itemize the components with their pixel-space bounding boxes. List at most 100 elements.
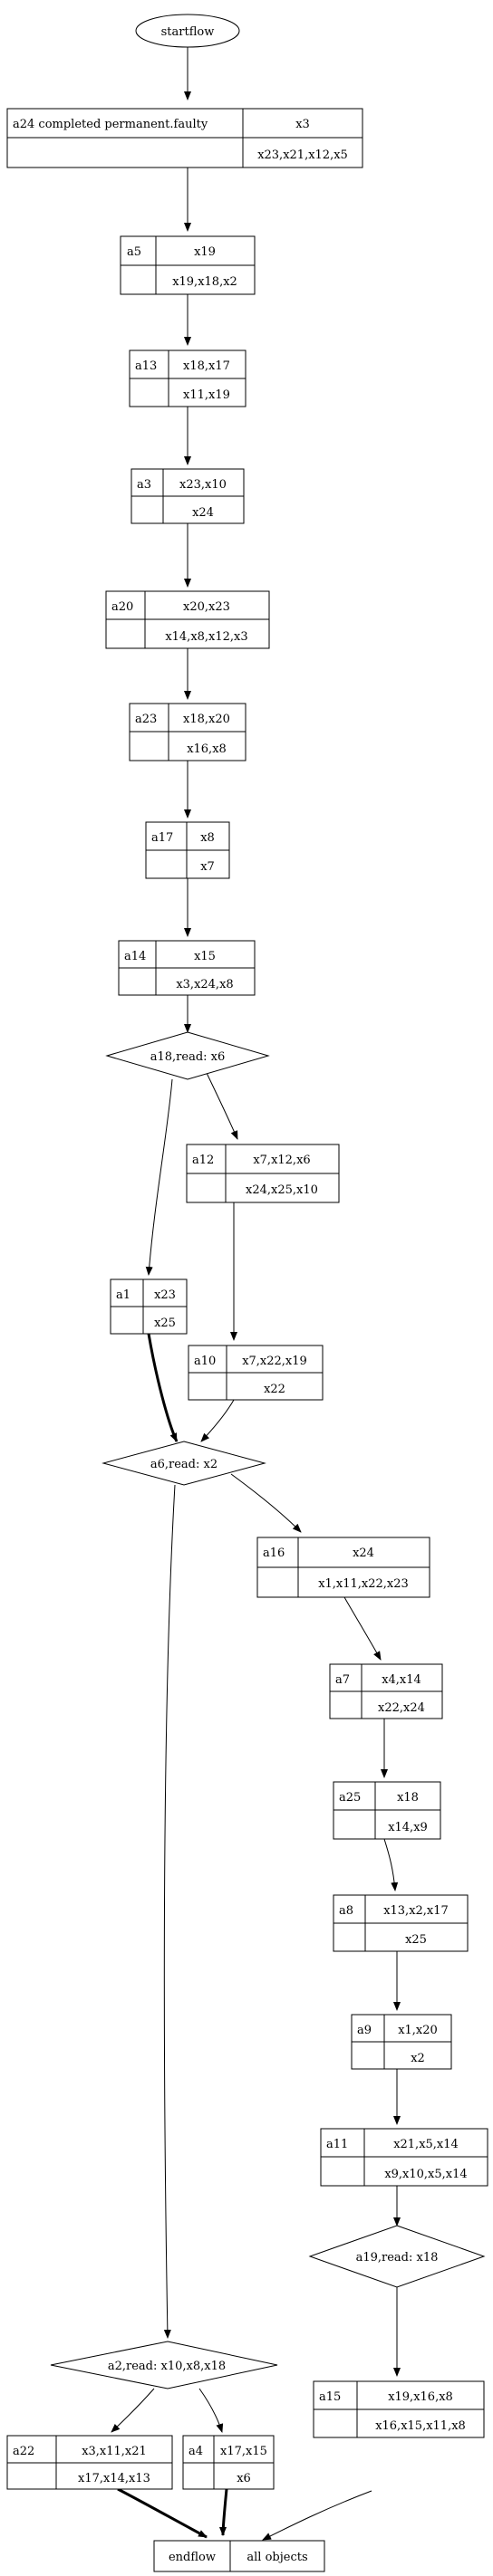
a12-id: a12 — [192, 1154, 214, 1167]
a18-label: a18,read: x6 — [150, 1050, 226, 1064]
a8-id: a8 — [339, 1904, 353, 1918]
endflow-right: all objects — [246, 2551, 307, 2564]
endflow-left: endflow — [169, 2551, 216, 2564]
a5-bottom: x19,x18,x2 — [172, 275, 237, 289]
edge-a2-a22 — [111, 2388, 155, 2433]
node-a12: a12 x7,x12,x6 x24,x25,x10 — [186, 1144, 340, 1203]
a14-id: a14 — [124, 950, 146, 963]
a22-bottom: x17,x14,x13 — [78, 2472, 150, 2485]
a3-id: a3 — [137, 478, 151, 492]
edge-a6-a2 — [163, 1484, 176, 2339]
node-a18: a18,read: x6 — [105, 1031, 270, 1080]
a12-top: x7,x12,x6 — [253, 1154, 310, 1167]
a9-bottom: x2 — [411, 2052, 425, 2065]
a15-top: x19,x16,x8 — [388, 2390, 453, 2404]
a2-label: a2,read: x10,x8,x18 — [108, 2360, 226, 2373]
a25-top: x18 — [397, 1791, 419, 1805]
a15-id: a15 — [319, 2390, 341, 2404]
edge-a15-endflow — [262, 2490, 372, 2541]
a7-bottom: x22,x24 — [378, 1701, 425, 1715]
a23-id: a23 — [135, 713, 157, 726]
a25-id: a25 — [339, 1791, 361, 1805]
a8-top: x13,x2,x17 — [383, 1904, 449, 1918]
a4-bottom: x6 — [237, 2472, 251, 2485]
a9-top: x1,x20 — [398, 2024, 438, 2037]
node-a24: a24 completed permanent.faulty x3 x23,x2… — [6, 108, 363, 168]
a13-id: a13 — [135, 359, 157, 373]
a23-bottom: x16,x8 — [187, 742, 227, 756]
node-startflow: startflow — [135, 14, 240, 48]
node-a5: a5 x19 x19,x18,x2 — [120, 235, 256, 295]
a16-top: x24 — [353, 1547, 374, 1560]
edge-a2-a4 — [198, 2388, 224, 2433]
node-a25: a25 x18 x14,x9 — [333, 1781, 441, 1840]
node-a22: a22 x3,x11,x21 x17,x14,x13 — [6, 2435, 173, 2490]
edge-a25-a8 — [383, 1838, 399, 1891]
edge-a18-a1 — [145, 1078, 173, 1276]
edge-a10-a6 — [200, 1399, 235, 1442]
a24-bottom: x23,x21,x12,x5 — [257, 148, 348, 162]
a4-top: x17,x15 — [220, 2445, 267, 2458]
edge-a4-endflow — [219, 2488, 228, 2536]
a11-top: x21,x5,x14 — [393, 2138, 459, 2151]
node-endflow: endflow all objects — [153, 2540, 325, 2572]
a4-id: a4 — [188, 2445, 203, 2458]
a13-top: x18,x17 — [183, 359, 230, 373]
a14-bottom: x3,x24,x8 — [176, 978, 233, 991]
node-a20: a20 x20,x23 x14,x8,x12,x3 — [105, 590, 270, 649]
a19-label: a19,read: x18 — [356, 2251, 439, 2265]
a10-id: a10 — [194, 1355, 216, 1368]
node-a8: a8 x13,x2,x17 x25 — [333, 1894, 469, 1952]
a5-id: a5 — [127, 245, 141, 259]
node-a6: a6,read: x2 — [102, 1441, 266, 1486]
node-a2: a2,read: x10,x8,x18 — [50, 2341, 278, 2389]
node-a4: a4 x17,x15 x6 — [182, 2435, 275, 2490]
a17-id: a17 — [151, 831, 173, 845]
node-a15: a15 x19,x16,x8 x16,x15,x11,x8 — [313, 2380, 485, 2438]
a8-bottom: x25 — [405, 1933, 427, 1947]
a23-top: x18,x20 — [183, 713, 230, 726]
edge-a22-endflow — [117, 2487, 208, 2539]
a15-bottom: x16,x15,x11,x8 — [375, 2419, 466, 2433]
node-a9: a9 x1,x20 x2 — [351, 2014, 452, 2070]
node-a7: a7 x4,x14 x22,x24 — [329, 1663, 443, 1719]
edge-a16-a7 — [343, 1596, 382, 1661]
a9-id: a9 — [357, 2024, 372, 2037]
a24-top: x3 — [295, 118, 310, 131]
edge-a6-a16 — [230, 1473, 302, 1533]
a10-bottom: x22 — [264, 1383, 285, 1396]
node-a11: a11 x21,x5,x14 x9,x10,x5,x14 — [320, 2128, 488, 2187]
a20-top: x20,x23 — [183, 600, 230, 614]
a16-bottom: x1,x11,x22,x23 — [318, 1577, 409, 1591]
node-a1: a1 x23 x25 — [110, 1278, 188, 1335]
edge-a1-a6 — [147, 1333, 179, 1442]
edge-a18-a12 — [206, 1072, 238, 1140]
a1-top: x23 — [154, 1288, 176, 1302]
a10-top: x7,x22,x19 — [242, 1355, 307, 1368]
a3-top: x23,x10 — [179, 478, 227, 492]
node-a14: a14 x15 x3,x24,x8 — [118, 940, 256, 996]
a24-id: a24 completed permanent.faulty — [13, 118, 208, 131]
a20-id: a20 — [111, 600, 133, 614]
a16-id: a16 — [263, 1547, 285, 1560]
node-a19: a19,read: x18 — [308, 2225, 486, 2288]
a22-top: x3,x11,x21 — [82, 2445, 147, 2458]
node-a16: a16 x24 x1,x11,x22,x23 — [256, 1537, 430, 1598]
a20-bottom: x14,x8,x12,x3 — [165, 630, 247, 644]
a1-id: a1 — [116, 1288, 130, 1302]
node-a3: a3 x23,x10 x24 — [130, 468, 245, 524]
node-a13: a13 x18,x17 x11,x19 — [129, 350, 246, 407]
a22-id: a22 — [13, 2445, 34, 2458]
a17-top: x8 — [200, 831, 215, 845]
a7-top: x4,x14 — [382, 1673, 421, 1687]
node-a17: a17 x8 x7 — [145, 821, 230, 879]
a5-top: x19 — [194, 245, 216, 259]
a14-top: x15 — [194, 950, 216, 963]
a12-bottom: x24,x25,x10 — [246, 1183, 318, 1197]
a13-bottom: x11,x19 — [183, 388, 230, 402]
node-a23: a23 x18,x20 x16,x8 — [129, 703, 246, 761]
edges — [111, 47, 401, 2541]
a11-id: a11 — [326, 2138, 348, 2151]
a25-bottom: x14,x9 — [388, 1821, 428, 1834]
a6-label: a6,read: x2 — [150, 1458, 218, 1471]
